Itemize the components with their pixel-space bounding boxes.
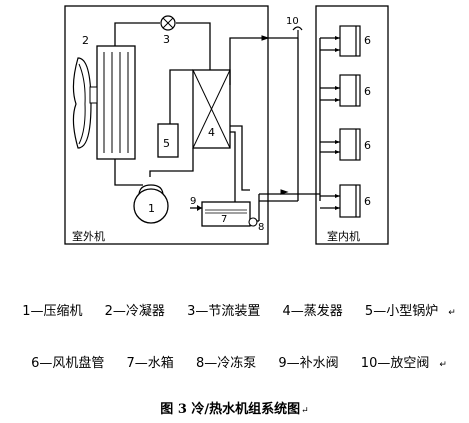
label-3: 3 — [163, 33, 170, 46]
label-2: 2 — [82, 34, 89, 47]
water-tank — [201, 201, 251, 227]
label-8: 8 — [258, 222, 264, 233]
figure-caption: 图 3 冷/热水机组系统图↵ — [0, 398, 469, 417]
chilled-water-pump-icon — [248, 217, 258, 227]
legend-item: 2—冷凝器 — [104, 304, 165, 319]
legend-item: 1—压缩机 — [22, 304, 83, 319]
small-boiler — [157, 123, 179, 158]
flow-arrows — [261, 35, 289, 195]
fan-coil-units — [320, 25, 361, 218]
legend-item: 10—放空阀 — [360, 356, 430, 371]
compressor-icon — [133, 184, 169, 224]
indoor-unit-label: 室内机 — [327, 229, 360, 243]
label-4: 4 — [208, 126, 215, 139]
legend-item: 7—水箱 — [126, 356, 174, 371]
caption-text: 图 3 冷/热水机组系统图 — [160, 402, 301, 417]
system-diagram: 1 2 3 4 5 6 6 6 6 7 8 9 10 室外机 室内机 — [64, 5, 389, 245]
label-6a: 6 — [364, 34, 371, 47]
label-10: 10 — [286, 16, 299, 27]
label-6d: 6 — [364, 195, 371, 208]
condenser — [96, 45, 136, 160]
paragraph-mark: ↵ — [439, 360, 447, 370]
label-5: 5 — [163, 137, 170, 150]
legend-item: 8—冷冻泵 — [195, 356, 257, 371]
throttle-valve-icon — [160, 15, 176, 31]
evaporator — [192, 69, 231, 149]
makeup-water-valve-icon — [197, 205, 202, 211]
legend-item: 6—风机盘管 — [31, 356, 105, 371]
label-7: 7 — [221, 214, 227, 225]
legend-item: 3—节流装置 — [187, 304, 261, 319]
paragraph-mark: ↵ — [448, 308, 456, 318]
outdoor-unit-box — [64, 5, 269, 245]
fan-coil-arrows — [335, 36, 340, 210]
indoor-unit-box — [315, 5, 389, 245]
legend-item: 9—补水阀 — [278, 356, 339, 371]
paragraph-mark: ↵ — [301, 406, 309, 416]
legend-item: 4—蒸发器 — [282, 304, 343, 319]
legend-item: 5—小型锅炉 — [364, 304, 439, 319]
vent-valve-icon — [292, 26, 303, 38]
fan-icon — [72, 57, 98, 149]
legend-row-1: 1—压缩机 2—冷凝器 3—节流装置 4—蒸发器 5—小型锅炉 ↵ — [0, 300, 469, 319]
outdoor-unit-label: 室外机 — [72, 229, 105, 243]
label-6c: 6 — [364, 139, 371, 152]
label-1: 1 — [148, 202, 155, 215]
label-6b: 6 — [364, 85, 371, 98]
label-9: 9 — [190, 196, 196, 207]
legend-row-2: 6—风机盘管 7—水箱 8—冷冻泵 9—补水阀 10—放空阀 ↵ — [0, 352, 469, 371]
